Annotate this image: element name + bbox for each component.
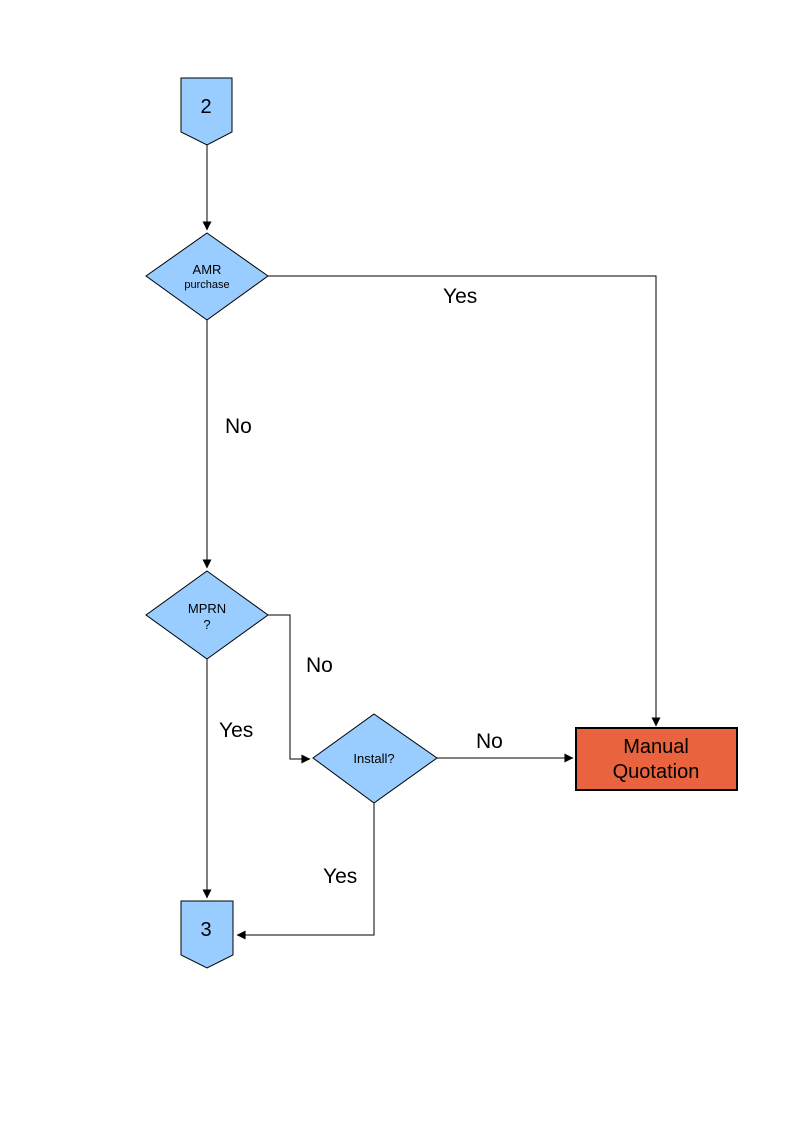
edge-mprn-no-line <box>268 614 311 764</box>
connector-3-label: 3 <box>200 919 211 941</box>
manual-quotation-shape <box>575 727 738 791</box>
edge-install-no-label: No <box>476 730 503 753</box>
decision-amr-shape <box>145 232 269 321</box>
manual-quotation-label-line1: Manual <box>623 736 689 758</box>
connector-2-label: 2 <box>200 96 211 118</box>
node-decision-mprn: MPRN ? <box>145 570 269 660</box>
node-process-manual-quotation: Manual Quotation <box>575 727 738 791</box>
edge-install-yes-label: Yes <box>323 865 357 888</box>
edge-amr-yes-label: Yes <box>443 285 477 308</box>
decision-install-label: Install? <box>353 751 394 766</box>
node-connector-3: 3 <box>180 900 234 969</box>
edge-amr-yes-line <box>268 275 661 727</box>
edge-install-yes-line <box>236 803 375 940</box>
node-decision-install: Install? <box>312 713 438 804</box>
edge-mprn-no-label: No <box>306 654 333 677</box>
decision-amr-label-line2: purchase <box>184 279 229 291</box>
decision-mprn-label-line1: MPRN <box>188 601 226 616</box>
manual-quotation-label-line2: Quotation <box>613 761 700 783</box>
decision-amr-label-line1: AMR <box>193 262 222 277</box>
decision-mprn-shape <box>145 570 269 660</box>
decision-mprn-label-line2: ? <box>203 617 210 632</box>
decision-install-shape <box>312 713 438 804</box>
edge-mprn-yes-label: Yes <box>219 719 253 742</box>
node-decision-amr: AMR purchase <box>145 232 269 321</box>
connector-2-shape <box>180 77 233 146</box>
connector-3-shape <box>180 900 234 969</box>
node-connector-2: 2 <box>180 77 233 146</box>
edge-amr-no-label: No <box>225 415 252 438</box>
